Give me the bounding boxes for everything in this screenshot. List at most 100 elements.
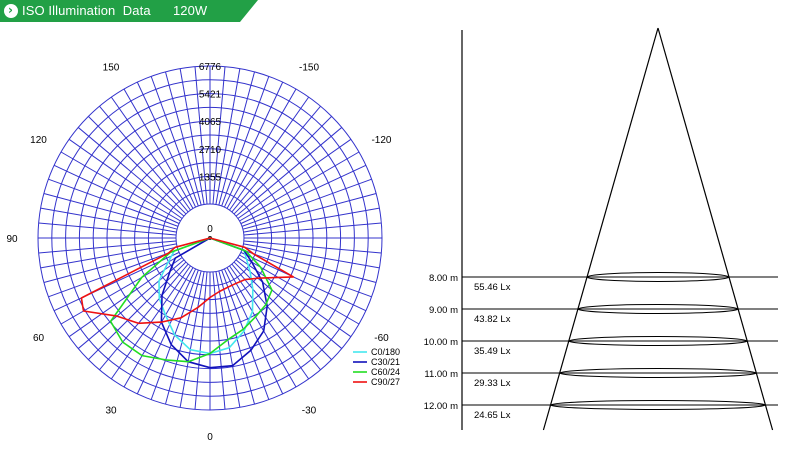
grid-spoke	[242, 246, 377, 283]
legend-label: C30/210	[371, 357, 400, 367]
header-background	[0, 0, 258, 22]
grid-spoke	[123, 88, 194, 209]
chevron-right-icon: ›	[4, 3, 18, 18]
cone-left-edge	[542, 27, 659, 431]
grid-spoke	[40, 243, 177, 269]
grid-spoke	[179, 271, 205, 408]
header-power: 120W	[172, 3, 208, 18]
grid-spoke	[60, 254, 181, 325]
grid-spoke	[99, 105, 189, 213]
header-title-text: ISO Illumination Data	[22, 3, 151, 18]
grid-spoke	[223, 268, 284, 395]
grid-spoke	[179, 68, 205, 205]
grid-spoke	[110, 96, 191, 211]
grid-spoke	[229, 265, 310, 380]
grid-spoke	[77, 127, 185, 217]
angle-label: 90	[6, 234, 18, 245]
height-label: 10.00 m	[424, 337, 458, 348]
angle-label: -60	[374, 333, 389, 344]
series-curve-C0-180	[158, 237, 254, 355]
angle-label: 60	[33, 333, 45, 344]
grid-spoke	[240, 251, 367, 312]
grid-spoke	[233, 116, 332, 215]
height-label: 12.00 m	[424, 401, 458, 412]
grid-spoke	[226, 88, 297, 209]
grid-spoke	[235, 127, 343, 217]
radial-tick-label: 2710	[199, 145, 222, 156]
angle-label: -120	[371, 135, 391, 146]
beam-ellipse	[586, 272, 730, 282]
grid-spoke	[48, 178, 179, 227]
grid-spoke	[40, 207, 177, 233]
grid-spoke	[68, 138, 183, 219]
grid-spoke	[194, 271, 208, 410]
height-label: 8.00 m	[429, 273, 458, 284]
series-curve-C30-210	[160, 237, 268, 369]
grid-spoke	[229, 96, 310, 211]
radial-tick-label: 4065	[199, 117, 222, 128]
grid-spoke	[165, 270, 202, 405]
grid-spoke	[136, 81, 197, 208]
grid-spoke	[38, 222, 177, 236]
grid-spoke	[223, 81, 284, 208]
grid-spoke	[215, 68, 241, 205]
grid-spoke	[165, 71, 202, 206]
legend-background	[349, 346, 400, 392]
grid-spoke	[240, 164, 367, 225]
height-label: 11.00 m	[424, 369, 458, 380]
legend-label: C90/270	[371, 377, 400, 387]
header-title: ISO Illumination Data 120W	[22, 3, 207, 18]
beam-ellipse	[577, 304, 739, 314]
angle-label: -30	[302, 405, 317, 416]
polar-grid	[37, 65, 383, 411]
grid-spoke	[221, 269, 270, 400]
angle-label: 30	[105, 405, 117, 416]
beam-ellipse	[559, 368, 757, 378]
grid-spoke	[243, 240, 382, 254]
grid-spoke	[243, 243, 380, 269]
grid-spoke	[43, 193, 178, 230]
grid-spoke	[237, 257, 352, 338]
grid-spoke	[212, 66, 226, 205]
grid-spoke	[243, 222, 382, 236]
grid-spoke	[241, 249, 372, 298]
grid-spoke	[53, 164, 180, 225]
polar-series	[80, 237, 295, 369]
grid-spoke	[99, 263, 189, 371]
angle-label: 120	[30, 135, 47, 146]
lux-label: 24.65 Lx	[474, 410, 511, 421]
grid-spoke	[88, 116, 187, 215]
lux-label: 55.46 Lx	[474, 282, 511, 293]
grid-spoke	[150, 76, 199, 207]
height-label: 9.00 m	[429, 305, 458, 316]
grid-spoke	[194, 66, 208, 205]
grid-spoke	[221, 76, 270, 207]
grid-spoke	[237, 138, 352, 219]
angle-label: 150	[103, 63, 120, 74]
angle-label: 0	[207, 432, 213, 443]
series-curve-C90-270	[80, 237, 295, 325]
grid-spoke	[242, 193, 377, 230]
lux-label: 29.33 Lx	[474, 378, 511, 389]
beam-ellipse	[568, 336, 748, 346]
radial-tick-label: 5421	[199, 90, 222, 101]
grid-spoke	[235, 259, 343, 349]
grid-spoke	[38, 240, 177, 254]
grid-spoke	[231, 105, 321, 213]
section-header: › ISO Illumination Data 120W	[0, 0, 258, 22]
beam-ellipse	[550, 400, 766, 410]
grid-spoke	[243, 207, 380, 233]
grid-spoke	[231, 263, 321, 371]
grid-spoke	[77, 259, 185, 349]
grid-spoke	[218, 270, 255, 405]
radial-tick-label: 6776	[199, 62, 222, 73]
grid-spoke	[241, 178, 372, 227]
grid-spoke	[60, 151, 181, 222]
legend-label: C60/240	[371, 367, 400, 377]
grid-spoke	[136, 268, 197, 395]
header-banner	[0, 0, 258, 22]
legend-label: C0/180	[371, 347, 400, 357]
grid-spoke	[218, 71, 255, 206]
